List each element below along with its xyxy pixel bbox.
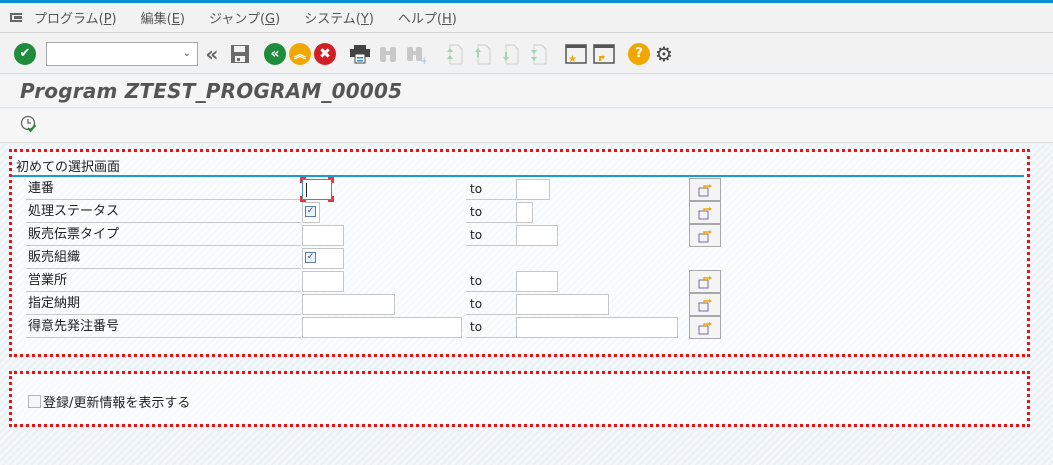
application-toolbar — [0, 109, 1053, 143]
shortcut-icon[interactable] — [592, 42, 616, 66]
multiple-selection-icon — [698, 229, 712, 242]
chevron-down-icon[interactable]: ⌄ — [182, 48, 191, 59]
settings-icon[interactable]: ⚙ — [655, 41, 673, 66]
multiple-selection-icon — [698, 275, 712, 288]
execute-clock-icon[interactable] — [20, 115, 38, 137]
row-processing-status: 処理ステータス ✓ to — [26, 201, 1016, 224]
to-label: to — [466, 316, 516, 338]
delivery-date-low-input[interactable] — [302, 294, 395, 315]
menu-program[interactable]: プログラム(P) — [34, 12, 117, 27]
sales-doc-type-high-input[interactable] — [516, 225, 558, 246]
field-label: 得意先発注番号 — [26, 316, 301, 338]
field-label: 営業所 — [26, 270, 301, 292]
system-toolbar: ✔ ⌄ « « ︽ ✖ + ★ ? ⚙ — [0, 34, 1053, 74]
selection-block: 初めての選択画面 連番 to 処理ステータス ✓ to — [9, 149, 1030, 357]
multiple-selection-icon — [698, 321, 712, 334]
multiple-selection-button[interactable] — [689, 201, 721, 224]
serial-number-low-input[interactable] — [300, 177, 334, 202]
field-label: 処理ステータス — [26, 201, 301, 223]
cancel-icon[interactable]: ✖ — [314, 42, 336, 65]
menu-bar: プログラム(P) 編集(E) ジャンプ(G) システム(Y) ヘルプ(H) — [0, 3, 1053, 33]
first-page-icon — [442, 42, 466, 66]
multiple-selection-button[interactable] — [689, 316, 721, 339]
block-title-underline — [12, 175, 1024, 177]
sales-doc-type-low-input[interactable] — [302, 225, 344, 246]
delivery-date-high-input[interactable] — [516, 294, 609, 315]
menu-goto[interactable]: ジャンプ(G) — [208, 12, 281, 27]
checkbox-icon: ✓ — [305, 206, 316, 217]
enter-check-icon[interactable]: ✔ — [14, 42, 36, 65]
field-label: 販売伝票タイプ — [26, 224, 301, 246]
menu-system[interactable]: システム(Y) — [304, 12, 374, 27]
help-icon[interactable]: ? — [628, 42, 650, 65]
customer-po-high-input[interactable] — [516, 317, 678, 338]
to-label: to — [466, 224, 516, 246]
to-label: to — [466, 201, 516, 223]
multiple-selection-icon — [698, 183, 712, 196]
title-bar: Program ZTEST_PROGRAM_00005 — [0, 75, 1053, 108]
sales-org-input[interactable]: ✓ — [302, 248, 344, 269]
multiple-selection-button[interactable] — [689, 224, 721, 247]
back-icon[interactable]: « — [264, 42, 286, 65]
main-area: 初めての選択画面 連番 to 処理ステータス ✓ to — [0, 144, 1053, 465]
multiple-selection-icon — [698, 298, 712, 311]
last-page-icon — [526, 42, 550, 66]
command-field[interactable]: ⌄ — [46, 41, 198, 66]
block-title: 初めての選択画面 — [16, 160, 121, 175]
sales-office-high-input[interactable] — [516, 271, 558, 292]
previous-page-icon — [470, 42, 494, 66]
row-sales-org: 販売組織 ✓ — [26, 247, 1016, 270]
options-block: 登録/更新情報を表示する — [9, 371, 1030, 427]
exit-icon[interactable]: ︽ — [289, 42, 311, 65]
menu-edit[interactable]: 編集(E) — [140, 12, 185, 27]
field-label: 連番 — [26, 178, 301, 200]
field-label: 販売組織 — [26, 247, 301, 269]
save-icon[interactable] — [228, 42, 252, 66]
svg-text:+: + — [420, 56, 426, 64]
processing-status-high-input[interactable] — [516, 202, 533, 223]
processing-status-low-input[interactable]: ✓ — [302, 202, 320, 223]
find-next-icon: + — [404, 42, 428, 66]
multiple-selection-button[interactable] — [689, 270, 721, 293]
multiple-selection-button[interactable] — [689, 293, 721, 316]
next-page-icon — [498, 42, 522, 66]
customer-po-low-input[interactable] — [302, 317, 462, 338]
serial-number-high-input[interactable] — [516, 179, 550, 200]
collapse-icon[interactable]: « — [205, 41, 219, 66]
row-serial-number: 連番 to — [26, 177, 1016, 202]
row-requested-delivery-date: 指定納期 to — [26, 293, 1016, 316]
new-session-icon[interactable]: ★ — [564, 42, 588, 66]
show-update-info-checkbox[interactable] — [28, 395, 41, 408]
menu-help[interactable]: ヘルプ(H) — [397, 12, 457, 27]
page-title: Program ZTEST_PROGRAM_00005 — [20, 79, 403, 103]
multiple-selection-icon — [698, 206, 712, 219]
row-sales-doc-type: 販売伝票タイプ to — [26, 224, 1016, 247]
to-label: to — [466, 178, 516, 200]
row-customer-po-number: 得意先発注番号 to — [26, 316, 1016, 339]
find-icon — [376, 42, 400, 66]
to-label: to — [466, 293, 516, 315]
show-update-info-label[interactable]: 登録/更新情報を表示する — [43, 396, 191, 411]
checkbox-icon: ✓ — [305, 252, 316, 263]
menu-toggle-icon[interactable] — [10, 13, 22, 22]
top-accent-line — [0, 0, 1053, 3]
row-sales-office: 営業所 to — [26, 270, 1016, 293]
field-label: 指定納期 — [26, 293, 301, 315]
sales-office-low-input[interactable] — [302, 271, 344, 292]
to-label: to — [466, 270, 516, 292]
print-icon[interactable] — [348, 42, 372, 66]
svg-text:★: ★ — [568, 54, 577, 64]
multiple-selection-button[interactable] — [689, 178, 721, 201]
